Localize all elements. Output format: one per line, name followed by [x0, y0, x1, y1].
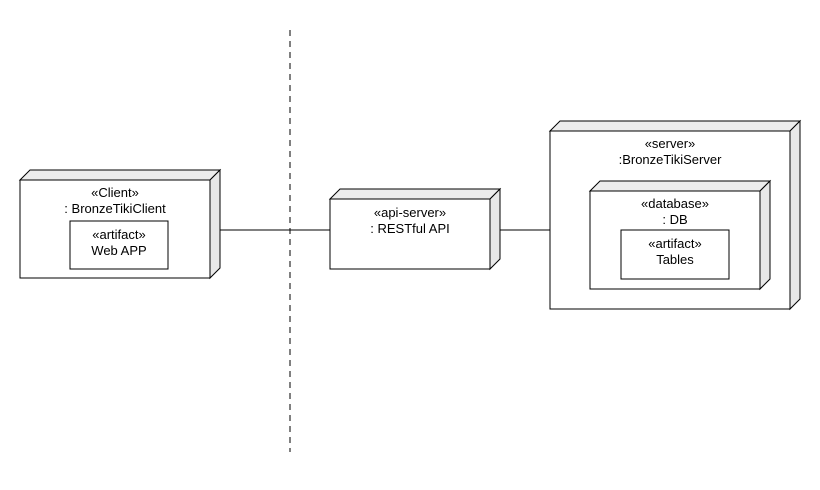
server-node-top: [548, 120, 802, 132]
api-server-node-face: [329, 198, 491, 270]
client-stereotype: «Client»: [91, 185, 139, 200]
client-name: : BronzeTikiClient: [64, 201, 166, 216]
database-name: : DB: [662, 212, 687, 227]
server-node[interactable]: «server» :BronzeTikiServer «database» : …: [548, 119, 802, 311]
tables-artifact-box: [620, 229, 730, 280]
client-artifact[interactable]: «artifact» Web APP: [69, 220, 169, 270]
server-name: :BronzeTikiServer: [619, 152, 722, 167]
client-node-side: [209, 168, 221, 280]
tables-artifact-stereotype: «artifact»: [648, 236, 701, 251]
database-node[interactable]: «database» : DB «artifact» Tables: [588, 179, 772, 291]
server-stereotype: «server»: [645, 136, 696, 151]
api-server-stereotype: «api-server»: [374, 205, 446, 220]
client-artifact-name: Web APP: [91, 243, 146, 258]
client-node-top: [18, 169, 222, 181]
database-stereotype: «database»: [641, 196, 709, 211]
server-node-side: [789, 119, 801, 311]
api-server-node[interactable]: «api-server» : RESTful API: [328, 187, 502, 271]
client-artifact-box: [69, 220, 169, 270]
api-server-node-top: [328, 188, 502, 200]
database-node-top: [588, 180, 772, 192]
tables-artifact-name: Tables: [656, 252, 694, 267]
tables-artifact[interactable]: «artifact» Tables: [620, 229, 730, 280]
database-node-side: [759, 179, 771, 291]
api-server-node-side: [489, 187, 501, 271]
client-artifact-stereotype: «artifact»: [92, 227, 145, 242]
client-node[interactable]: «Client» : BronzeTikiClient «artifact» W…: [18, 168, 222, 280]
api-server-name: : RESTful API: [370, 221, 449, 236]
